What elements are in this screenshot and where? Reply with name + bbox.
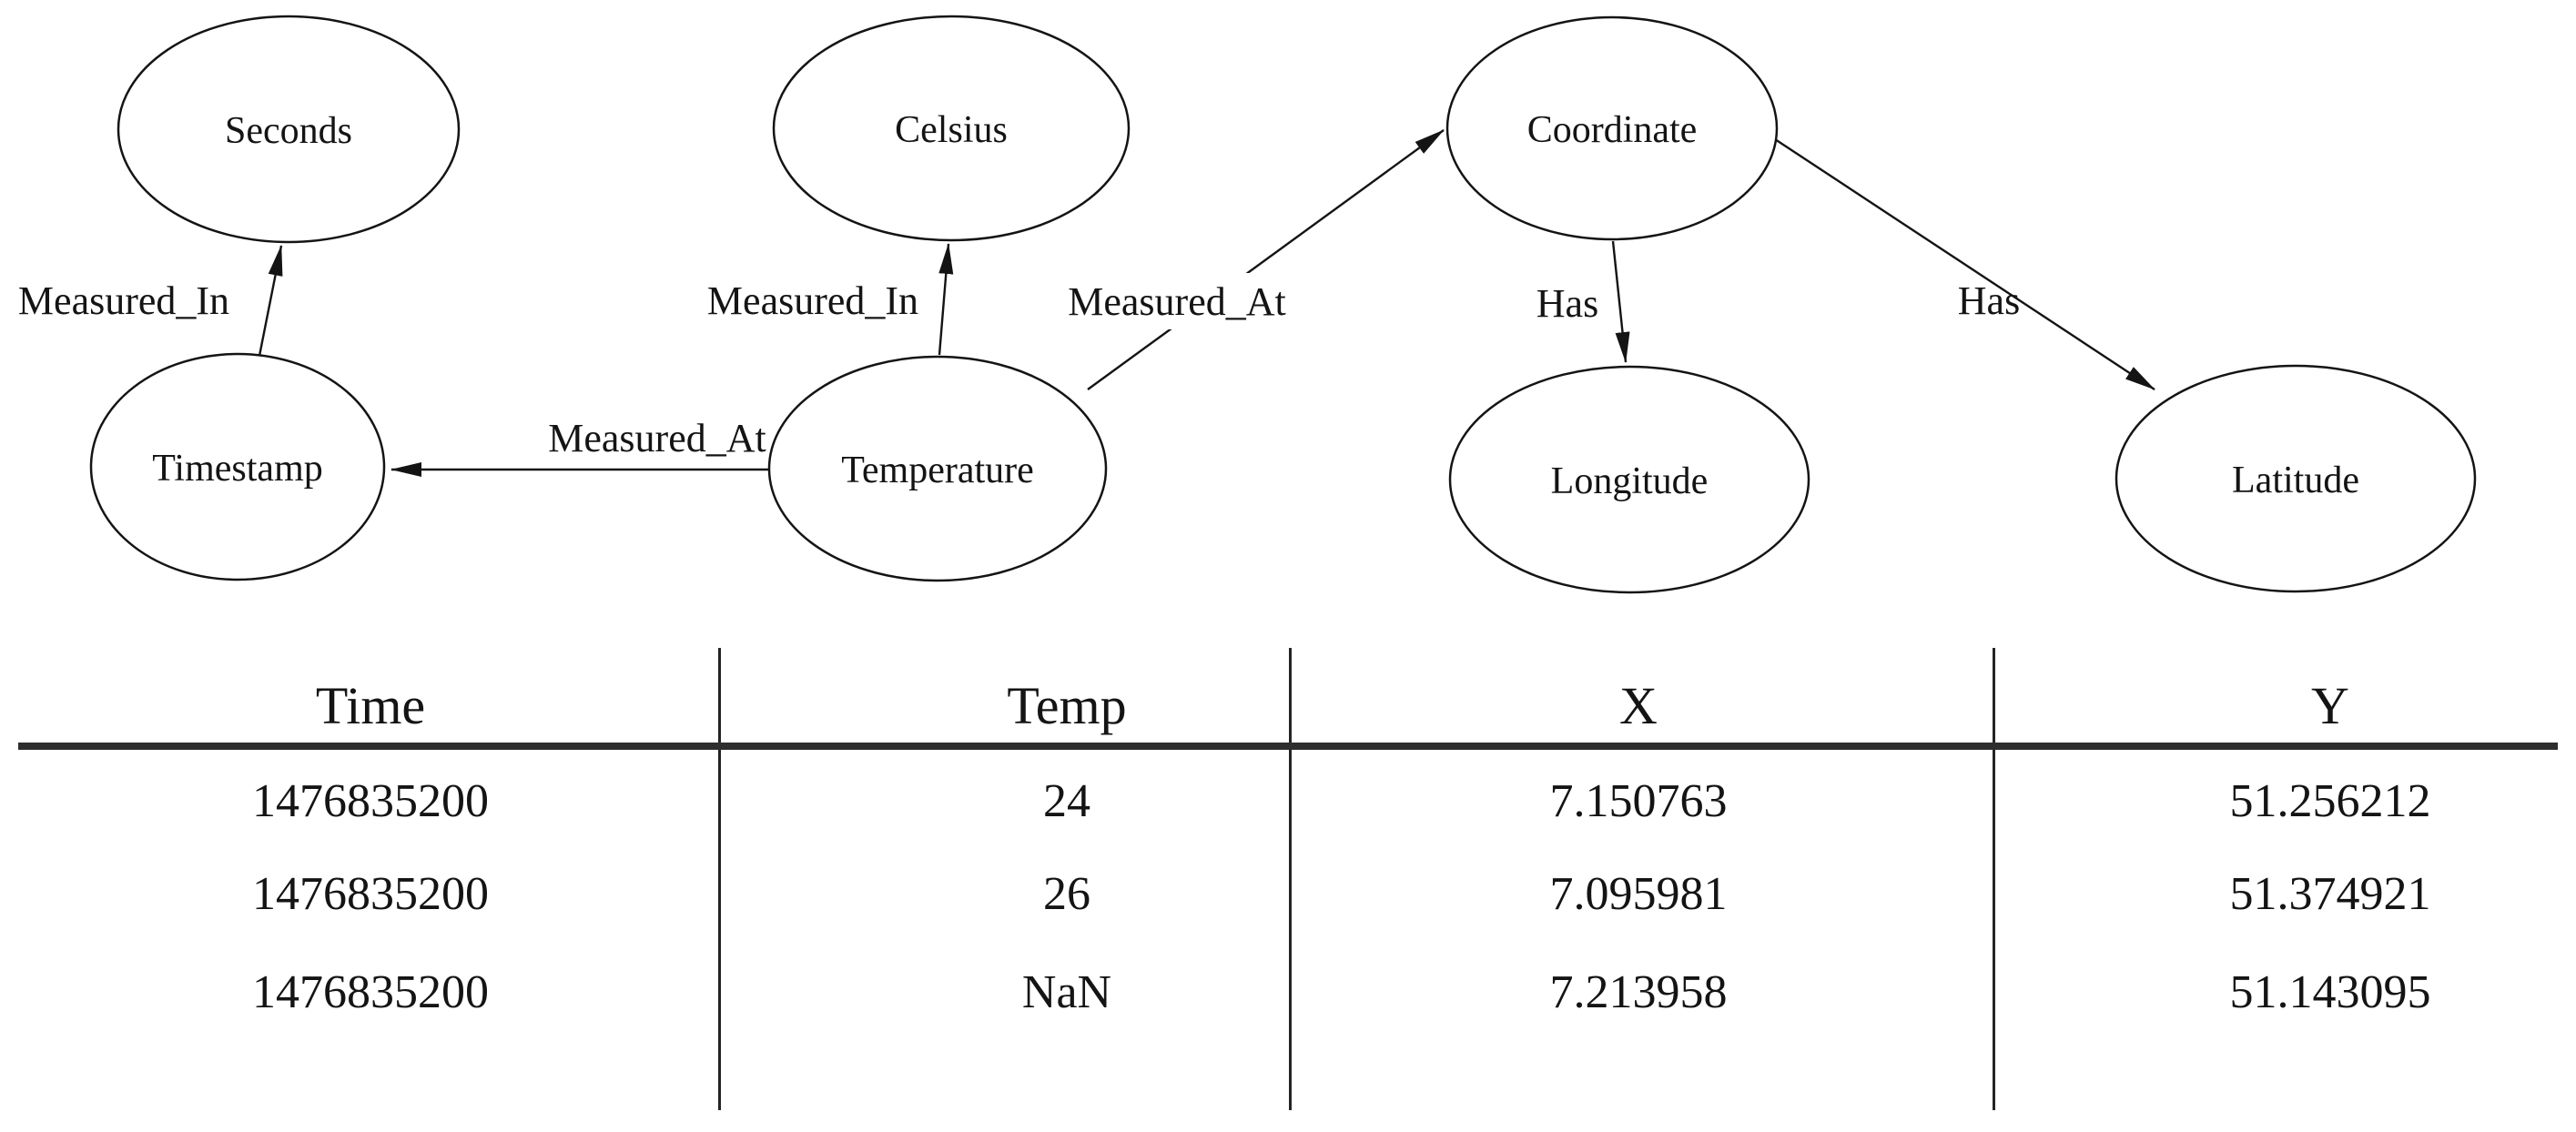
table-cell: 1476835200 [252, 774, 489, 827]
node-label-coordinate: Coordinate [1527, 109, 1698, 151]
node-ellipse-timestamp [89, 352, 386, 581]
edge-coordinate-longitude [1611, 240, 1630, 363]
node-ellipse-temperature [767, 355, 1108, 582]
table-cell: 51.143095 [2229, 965, 2431, 1018]
edge-temperature-coordinate [1087, 129, 1445, 390]
table-column-divider [718, 648, 721, 1110]
node-label-temperature: Temperature [841, 450, 1034, 491]
edge-label-measured-in-1: Measured_In [18, 278, 229, 323]
table-cell: 24 [1043, 774, 1090, 827]
edge-timestamp-seconds [258, 245, 283, 357]
entity-graph: Seconds Celsius Coordinate Timestamp Tem… [18, 15, 2477, 594]
edge-label-measured-at-1: Measured_At [548, 416, 766, 460]
table-header-temp: Temp [1007, 675, 1127, 735]
node-label-seconds: Seconds [225, 110, 352, 152]
table-header-y: Y [2311, 675, 2349, 735]
table-header-rule [18, 743, 2558, 750]
edge-label-has-2: Has [1958, 278, 2020, 323]
table-header-x: X [1619, 675, 1658, 735]
table-cell: 1476835200 [252, 965, 489, 1018]
node-label-latitude: Latitude [2232, 460, 2359, 501]
edge-label-measured-in-2: Measured_In [707, 278, 918, 323]
node-ellipse-coordinate [1445, 15, 1779, 241]
table-column-divider [1993, 648, 1995, 1110]
table-header-time: Time [315, 675, 426, 735]
table-cell: NaN [1021, 965, 1112, 1018]
table-cell: 7.213958 [1549, 965, 1728, 1018]
edge-label-mask [1047, 273, 1311, 329]
edge-label-measured-at-2: Measured_At [1068, 279, 1286, 324]
edge-coordinate-latitude [1774, 137, 2155, 391]
node-ellipse-seconds [117, 15, 461, 244]
node-ellipse-longitude [1448, 365, 1810, 594]
node-label-celsius: Celsius [895, 109, 1008, 151]
table-cell: 7.150763 [1549, 774, 1728, 827]
table-column-divider [1289, 648, 1292, 1110]
table-cell: 26 [1043, 867, 1090, 920]
edge-label-has-1: Has [1536, 281, 1598, 326]
table-cell: 51.374921 [2229, 867, 2431, 920]
node-ellipse-celsius [772, 15, 1131, 242]
table-cell: 51.256212 [2229, 774, 2431, 827]
table-cell: 7.095981 [1549, 867, 1728, 920]
table-cell: 1476835200 [252, 867, 489, 920]
node-label-timestamp: Timestamp [152, 448, 322, 490]
edge-temperature-celsius [938, 243, 954, 356]
node-label-longitude: Longitude [1551, 460, 1709, 502]
node-ellipse-latitude [2115, 364, 2477, 593]
